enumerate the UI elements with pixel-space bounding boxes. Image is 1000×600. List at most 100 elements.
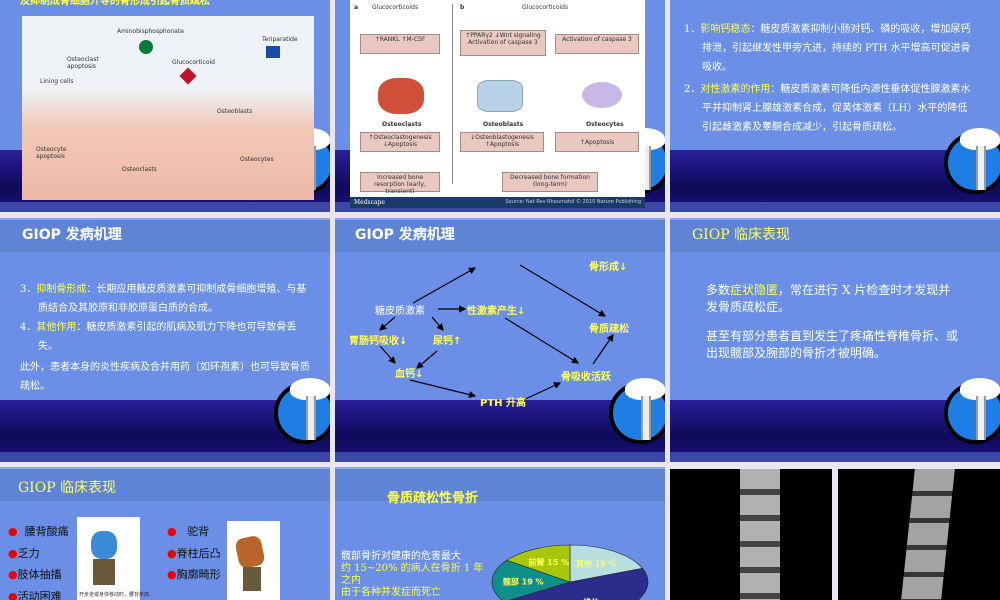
figure-body: [91, 531, 117, 559]
text-line: 约 15~20% 的病人在骨折 1 年之内: [341, 563, 484, 586]
caduceus-logo-icon: [944, 378, 1000, 444]
slide-thumbnail-9[interactable]: [670, 467, 1000, 600]
glucocorticoid-icon: [179, 67, 197, 85]
glucocorticoids-a: Glucocorticoids: [372, 4, 419, 11]
symptom-item: ●乏力: [8, 547, 40, 560]
keyword: 对性激素的作用: [700, 84, 771, 95]
divider: [452, 4, 453, 184]
panel-b-label: b: [460, 4, 465, 11]
label-osteoclasts: Osteoclasts: [122, 166, 157, 173]
paragraph-2: 2．对性激素的作用：糖皮质激素可降低内源性垂体促性腺激素水平并抑制肾上腺雄激素合…: [684, 80, 974, 137]
pie-slice-2: [491, 559, 571, 600]
keyword: 抑制骨形成: [36, 284, 87, 295]
pie-slice-3: [506, 544, 571, 583]
item-number: 3．: [20, 284, 37, 295]
vertebrae: [901, 469, 955, 600]
item-text: ：糖皮质激素抑制小肠对钙、磷的吸收，增加尿钙排泄，引起继发性甲旁亢进，持续的 P…: [702, 24, 971, 73]
slide-thumbnail-3[interactable]: 1．影响钙稳态：糖皮质激素抑制小肠对钙、磷的吸收，增加尿钙排泄，引起继发性甲旁亢…: [670, 0, 1000, 212]
keyword: 症状隐匿: [730, 283, 779, 297]
slide-title: GIOP 发病机理: [355, 227, 455, 243]
symptom-label: 脊柱后凸: [176, 547, 221, 560]
slide-caption: 及抑制成骨细胞介导的骨形成引起骨质疏松: [20, 0, 210, 7]
slide-thumbnail-1[interactable]: 及抑制成骨细胞介导的骨形成引起骨质疏松 Aminobisphosphonate …: [0, 0, 330, 212]
slide-thumbnail-7[interactable]: GIOP 临床表现 ● 腰背酸痛 ●乏力 ●肢体抽搐 ●活动困难 开步走或身体移…: [0, 467, 330, 600]
item-number: 4．: [20, 322, 37, 333]
node-urine-calcium: 尿钙↑: [433, 336, 462, 347]
item-text: ：长期应用糖皮质激素可抑制成骨细胞增殖、与基质结合及其胶原和非胶原蛋白质的合成。: [38, 284, 307, 314]
node-blood-calcium: 血钙↓: [395, 369, 424, 380]
node-gi-absorption: 胃肠钙吸收↓: [349, 336, 408, 347]
symptom-item: ● 腰背酸痛: [8, 525, 69, 538]
pie-label-2: 髋部 19 %: [503, 576, 544, 586]
node-bone-resorption: 骨吸收活跃: [561, 372, 611, 383]
symptom-label: 活动困难: [17, 590, 62, 600]
spine-xray-right: [838, 469, 1000, 600]
box-osteocyte-effects: ↑Apoptosis: [555, 132, 639, 152]
slide-thumbnail-8[interactable]: 骨质疏松性骨折 髋部骨折对健康的危害最大 约 15~20% 的病人在骨折 1 年…: [335, 467, 665, 600]
slide-title: GIOP 临床表现: [18, 480, 117, 496]
pie-slice-1: [509, 568, 649, 600]
label-osteoclast-apoptosis: Osteoclast apoptosis: [67, 56, 99, 70]
pie-slice-0: [569, 544, 644, 583]
vertebrae: [740, 469, 780, 600]
label-osteoclasts: Osteoclasts: [382, 121, 422, 128]
figure-body: [234, 534, 266, 570]
slide-title: 骨质疏松性骨折: [387, 491, 479, 506]
label-osteoblasts: Osteoblasts: [217, 108, 253, 115]
symptom-item: ●脊柱后凸: [167, 547, 221, 560]
figure-legs: [93, 559, 115, 585]
item-number: 2．: [684, 84, 701, 95]
label-lining-cells: Lining cells: [40, 78, 74, 85]
keyword: 影响钙稳态: [700, 24, 751, 35]
box-osteoblast-effects: ↓Osteoblastogenesis ↑Apoptosis: [460, 132, 544, 152]
figure-legs: [243, 567, 261, 591]
figure-source: Source: Nat Rev Rheumatol © 2010 Nature …: [505, 199, 642, 205]
node-glucocorticoid: 糖皮质激素: [375, 306, 425, 317]
symptom-label: 腰背酸痛: [24, 525, 69, 538]
pie-label-1: 椎体: [582, 597, 600, 600]
caduceus-logo-icon: [609, 378, 665, 444]
slide-thumbnail-5[interactable]: GIOP 发病机理 糖皮质激素 性激素产生↓ 骨形成↓ 胃肠钙吸收↓ 尿钙↑ 血…: [335, 218, 665, 462]
slide-thumbnail-2[interactable]: a b Glucocorticoids Glucocorticoids ↑RAN…: [335, 0, 665, 212]
item-text: ：糖皮质激素引起的肌病及肌力下降也可导致骨丢失。: [38, 322, 297, 352]
label-glucocorticoid: Glucocorticoid: [172, 59, 215, 66]
pie-label-0: 其他 19 %: [576, 559, 617, 569]
aminobisphosphonate-icon: [139, 40, 153, 54]
symptom-item: ●胸廓畸形: [167, 568, 221, 581]
box-pparg: ↑PPARγ2 ↓Wnt signaling Activation of cas…: [460, 30, 546, 56]
box-formation: Decreased bone formation (long-term): [502, 172, 598, 192]
label-osteoblasts: Osteoblasts: [483, 121, 524, 128]
panel-a-label: a: [354, 4, 359, 11]
fracture-text: 髋部骨折对健康的危害最大 约 15~20% 的病人在骨折 1 年之内 由于各种并…: [341, 551, 491, 599]
label-osteocytes: Osteocytes: [586, 121, 624, 128]
spine-xray-left: [670, 469, 832, 600]
caduceus-logo-icon: [274, 378, 330, 444]
node-bone-formation: 骨形成↓: [589, 262, 628, 273]
title-bar: [335, 467, 665, 501]
paragraph-1: 1．影响钙稳态：糖皮质激素抑制小肠对钙、磷的吸收，增加尿钙排泄，引起继发性甲旁亢…: [684, 20, 974, 77]
slide-thumbnail-4[interactable]: GIOP 发病机理 3．抑制骨形成：长期应用糖皮质激素可抑制成骨细胞增殖、与基质…: [0, 218, 330, 462]
box-caspase: Activation of caspase 3: [555, 34, 639, 54]
label-teriparatide: Teriparatide: [262, 36, 298, 43]
bone-cell-diagram: Aminobisphosphonate Teriparatide Glucoco…: [22, 16, 314, 200]
paragraph-2: 甚至有部分患者直到发生了疼痛性脊椎骨折、或出现髋部及腕部的骨折才被明确。: [706, 329, 959, 360]
box-resorption: Increased bone resorption (early, transi…: [360, 172, 440, 195]
item-number: 1．: [684, 24, 701, 35]
teriparatide-icon: [266, 46, 280, 58]
caduceus-logo-icon: [944, 128, 1000, 194]
node-osteoporosis: 骨质疏松: [589, 324, 629, 335]
slide-thumbnail-6[interactable]: GIOP 临床表现 多数症状隐匿，常在进行 X 片检查时才发现并发骨质疏松症。 …: [670, 218, 1000, 462]
footer-band: [335, 386, 665, 462]
symptom-item: ●活动困难: [8, 588, 62, 600]
text: ，常在进行 X 片检查时才发现并发骨质疏松症。: [706, 283, 951, 314]
label-aminobisphosphonate: Aminobisphosphonate: [117, 28, 184, 35]
symptom-label: 胸廓畸形: [176, 568, 221, 581]
osteoclast-cell-icon: [378, 78, 424, 114]
symptom-item: ● 驼背: [167, 525, 210, 538]
box-rankl: ↑RANKL ↑M-CSF: [360, 34, 440, 54]
text-line: 髋部骨折对健康的危害最大: [341, 551, 461, 562]
box-osteoclast-effects: ↑Osteoclastogenesis ↓Apoptosis: [360, 132, 440, 152]
symptom-item: ●肢体抽搐: [8, 568, 62, 581]
elderly-back-pain-illustration: 开步走或身体移动时，腰背疼痛...: [77, 517, 154, 600]
paragraph-4: 4．其他作用：糖皮质激素引起的肌病及肌力下降也可导致骨丢失。: [20, 318, 310, 356]
